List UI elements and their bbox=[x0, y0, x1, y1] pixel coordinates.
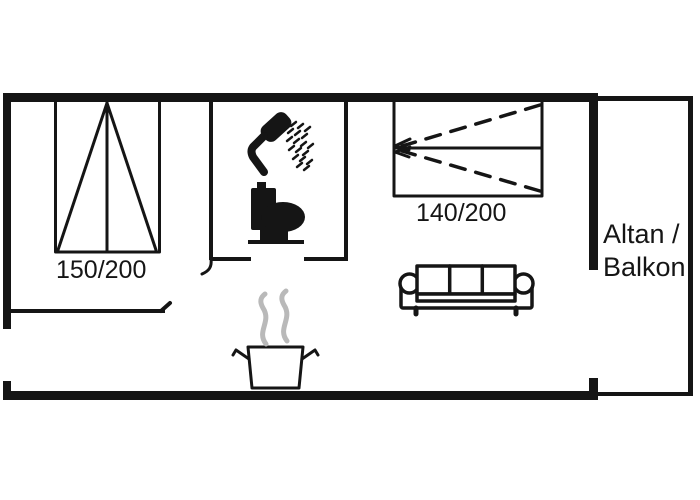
shower-icon bbox=[247, 112, 315, 176]
bathroom-bottom-wall-left bbox=[211, 257, 251, 261]
balcony-outline-bottom bbox=[596, 392, 689, 396]
wall-left bbox=[3, 93, 11, 329]
bathroom-left-wall bbox=[209, 100, 213, 260]
sofa-seat bbox=[415, 292, 517, 303]
bathroom-right-wall bbox=[344, 100, 348, 261]
wall-bottom-left-stub bbox=[3, 381, 11, 393]
balcony-label-line1: Altan / bbox=[603, 219, 680, 249]
bed-140-fold-arrow-upper bbox=[400, 103, 542, 148]
balcony-outline-top bbox=[596, 96, 693, 101]
toilet-bowl bbox=[261, 202, 305, 232]
bathroom-door-hinge bbox=[200, 257, 213, 276]
shower-head bbox=[260, 112, 292, 142]
toilet-base bbox=[248, 240, 304, 244]
bed-150-triangle-right bbox=[105, 101, 158, 252]
pot-handle-right bbox=[300, 348, 320, 361]
bedroom-divider-wall bbox=[11, 309, 165, 313]
sofa-arm-right bbox=[512, 272, 535, 295]
balcony-outline-right bbox=[688, 96, 693, 396]
steam-icon bbox=[258, 288, 290, 347]
bed-140-fold-arrow-lower bbox=[400, 149, 542, 193]
balcony-wall bbox=[589, 93, 598, 270]
toilet-button bbox=[257, 182, 266, 188]
bed-140-arrowhead-lower bbox=[393, 145, 412, 159]
wall-bottom-right-stub bbox=[589, 378, 598, 393]
cooking-pot-icon bbox=[231, 345, 320, 390]
bed-right-size-label: 140/200 bbox=[416, 199, 507, 227]
bed-150-triangle-left bbox=[56, 101, 109, 252]
bed-140-icon bbox=[392, 98, 544, 198]
toilet-pedestal bbox=[260, 228, 288, 241]
shower-spray bbox=[285, 120, 315, 172]
wall-bottom bbox=[3, 391, 598, 400]
bed-150-icon bbox=[54, 96, 161, 254]
bathroom-bottom-wall-right bbox=[304, 257, 348, 261]
bedroom-door-hinge bbox=[159, 301, 172, 313]
wall-top bbox=[3, 93, 598, 102]
sofa-icon bbox=[398, 264, 535, 317]
bed-left-size-label: 150/200 bbox=[56, 256, 147, 284]
balcony-label-line2: Balkon bbox=[603, 252, 686, 282]
pot-handle-left bbox=[231, 348, 251, 361]
steam-wisp-right bbox=[279, 288, 290, 344]
shower-hose bbox=[247, 132, 268, 176]
toilet-icon bbox=[248, 182, 305, 244]
pot-body bbox=[246, 345, 305, 390]
steam-wisp-left bbox=[258, 291, 269, 347]
sofa-backrest bbox=[415, 264, 517, 296]
walls bbox=[3, 93, 693, 400]
balcony-label: Altan / Balkon bbox=[603, 218, 686, 284]
